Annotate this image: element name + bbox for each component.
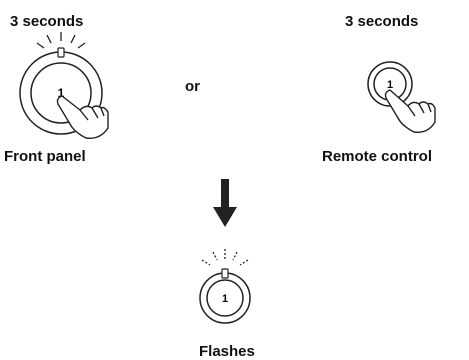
remote-control-button-illustration: 1 [367, 61, 436, 133]
front-button-inner-ring [30, 62, 92, 124]
indicator-tab-icon [57, 47, 65, 58]
flash-button-number: 1 [222, 293, 228, 305]
glow-rays-icon [36, 32, 86, 49]
indicator-tab-icon [221, 268, 229, 279]
flashes-caption: Flashes [199, 343, 255, 360]
remote-button-number: 1 [387, 79, 393, 91]
duration-label-remote: 3 seconds [345, 13, 419, 30]
flash-rays-icon [201, 249, 249, 266]
down-arrow-icon [213, 179, 237, 227]
flash-button-inner-ring [206, 279, 244, 317]
front-panel-caption: Front panel [4, 148, 86, 165]
duration-label-front: 3 seconds [10, 13, 84, 30]
pressing-hand-icon [384, 89, 436, 133]
remote-control-caption: Remote control [322, 148, 433, 165]
front-panel-button-illustration: 1 [19, 32, 109, 139]
pressing-hand-icon [56, 95, 109, 139]
front-button-number: 1 [58, 86, 65, 100]
or-label: or [185, 78, 200, 95]
flashing-button-illustration: 1 [199, 249, 251, 324]
